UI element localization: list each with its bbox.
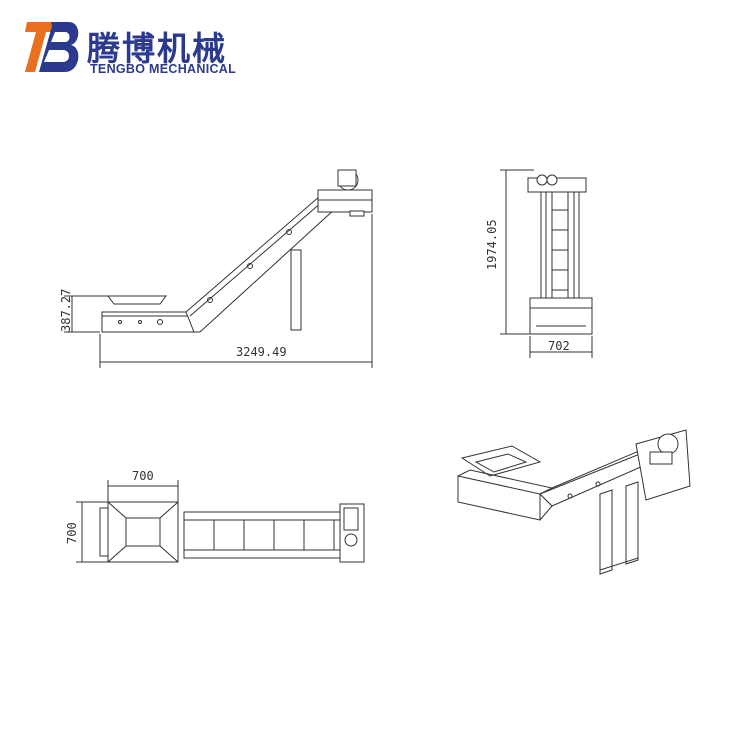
end-view [500,169,593,358]
dimension-side-inlet-height: 387.27 [59,289,73,332]
isometric-view [457,429,691,575]
dimension-side-length: 3249.49 [236,345,287,359]
company-logo: 腾博机械 TENGBO MECHANICAL [25,18,265,80]
tb-logo-mark-icon [25,22,79,72]
dimension-top-width: 700 [65,522,79,544]
brand-name-english: TENGBO MECHANICAL [90,62,237,76]
dimension-end-height: 1974.05 [485,219,499,270]
dimension-end-width: 702 [548,339,570,353]
brand-name-chinese: 腾博机械 [87,29,227,68]
top-view [76,480,365,563]
side-view [64,169,373,368]
dimension-top-length: 700 [132,469,154,483]
